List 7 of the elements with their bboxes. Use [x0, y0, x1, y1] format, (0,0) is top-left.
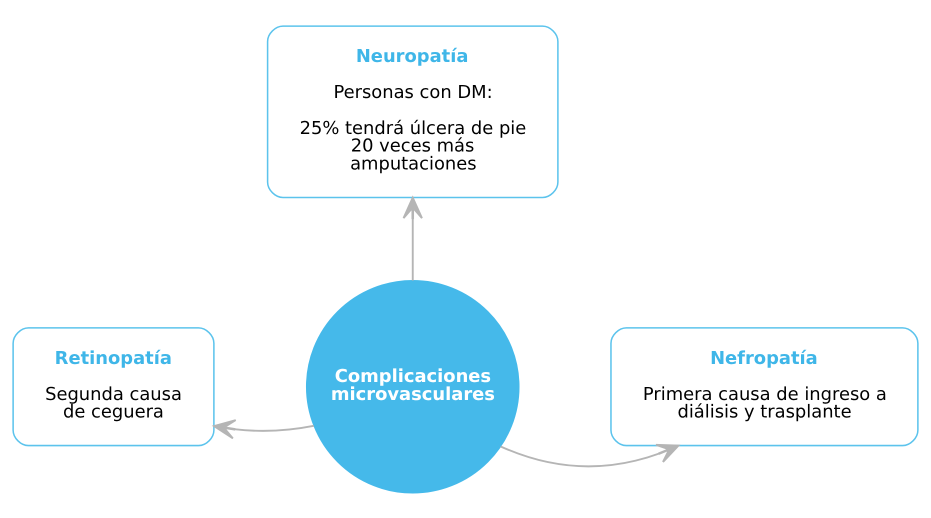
arrow [402, 196, 423, 280]
node-box: Neuropatía Personas con DM: 25% tendrá úlcera de pie 20 veces más amputaciones [266, 24, 559, 198]
node-box: Retinopatía Segunda causa de ceguera [12, 326, 215, 446]
node-box: Nefropatía Primera causa de ingreso a diálisis y trasplante [610, 326, 919, 446]
arrow [500, 443, 680, 467]
node-circle: Complicaciones microvasculares [306, 279, 520, 494]
arrow [213, 418, 314, 439]
